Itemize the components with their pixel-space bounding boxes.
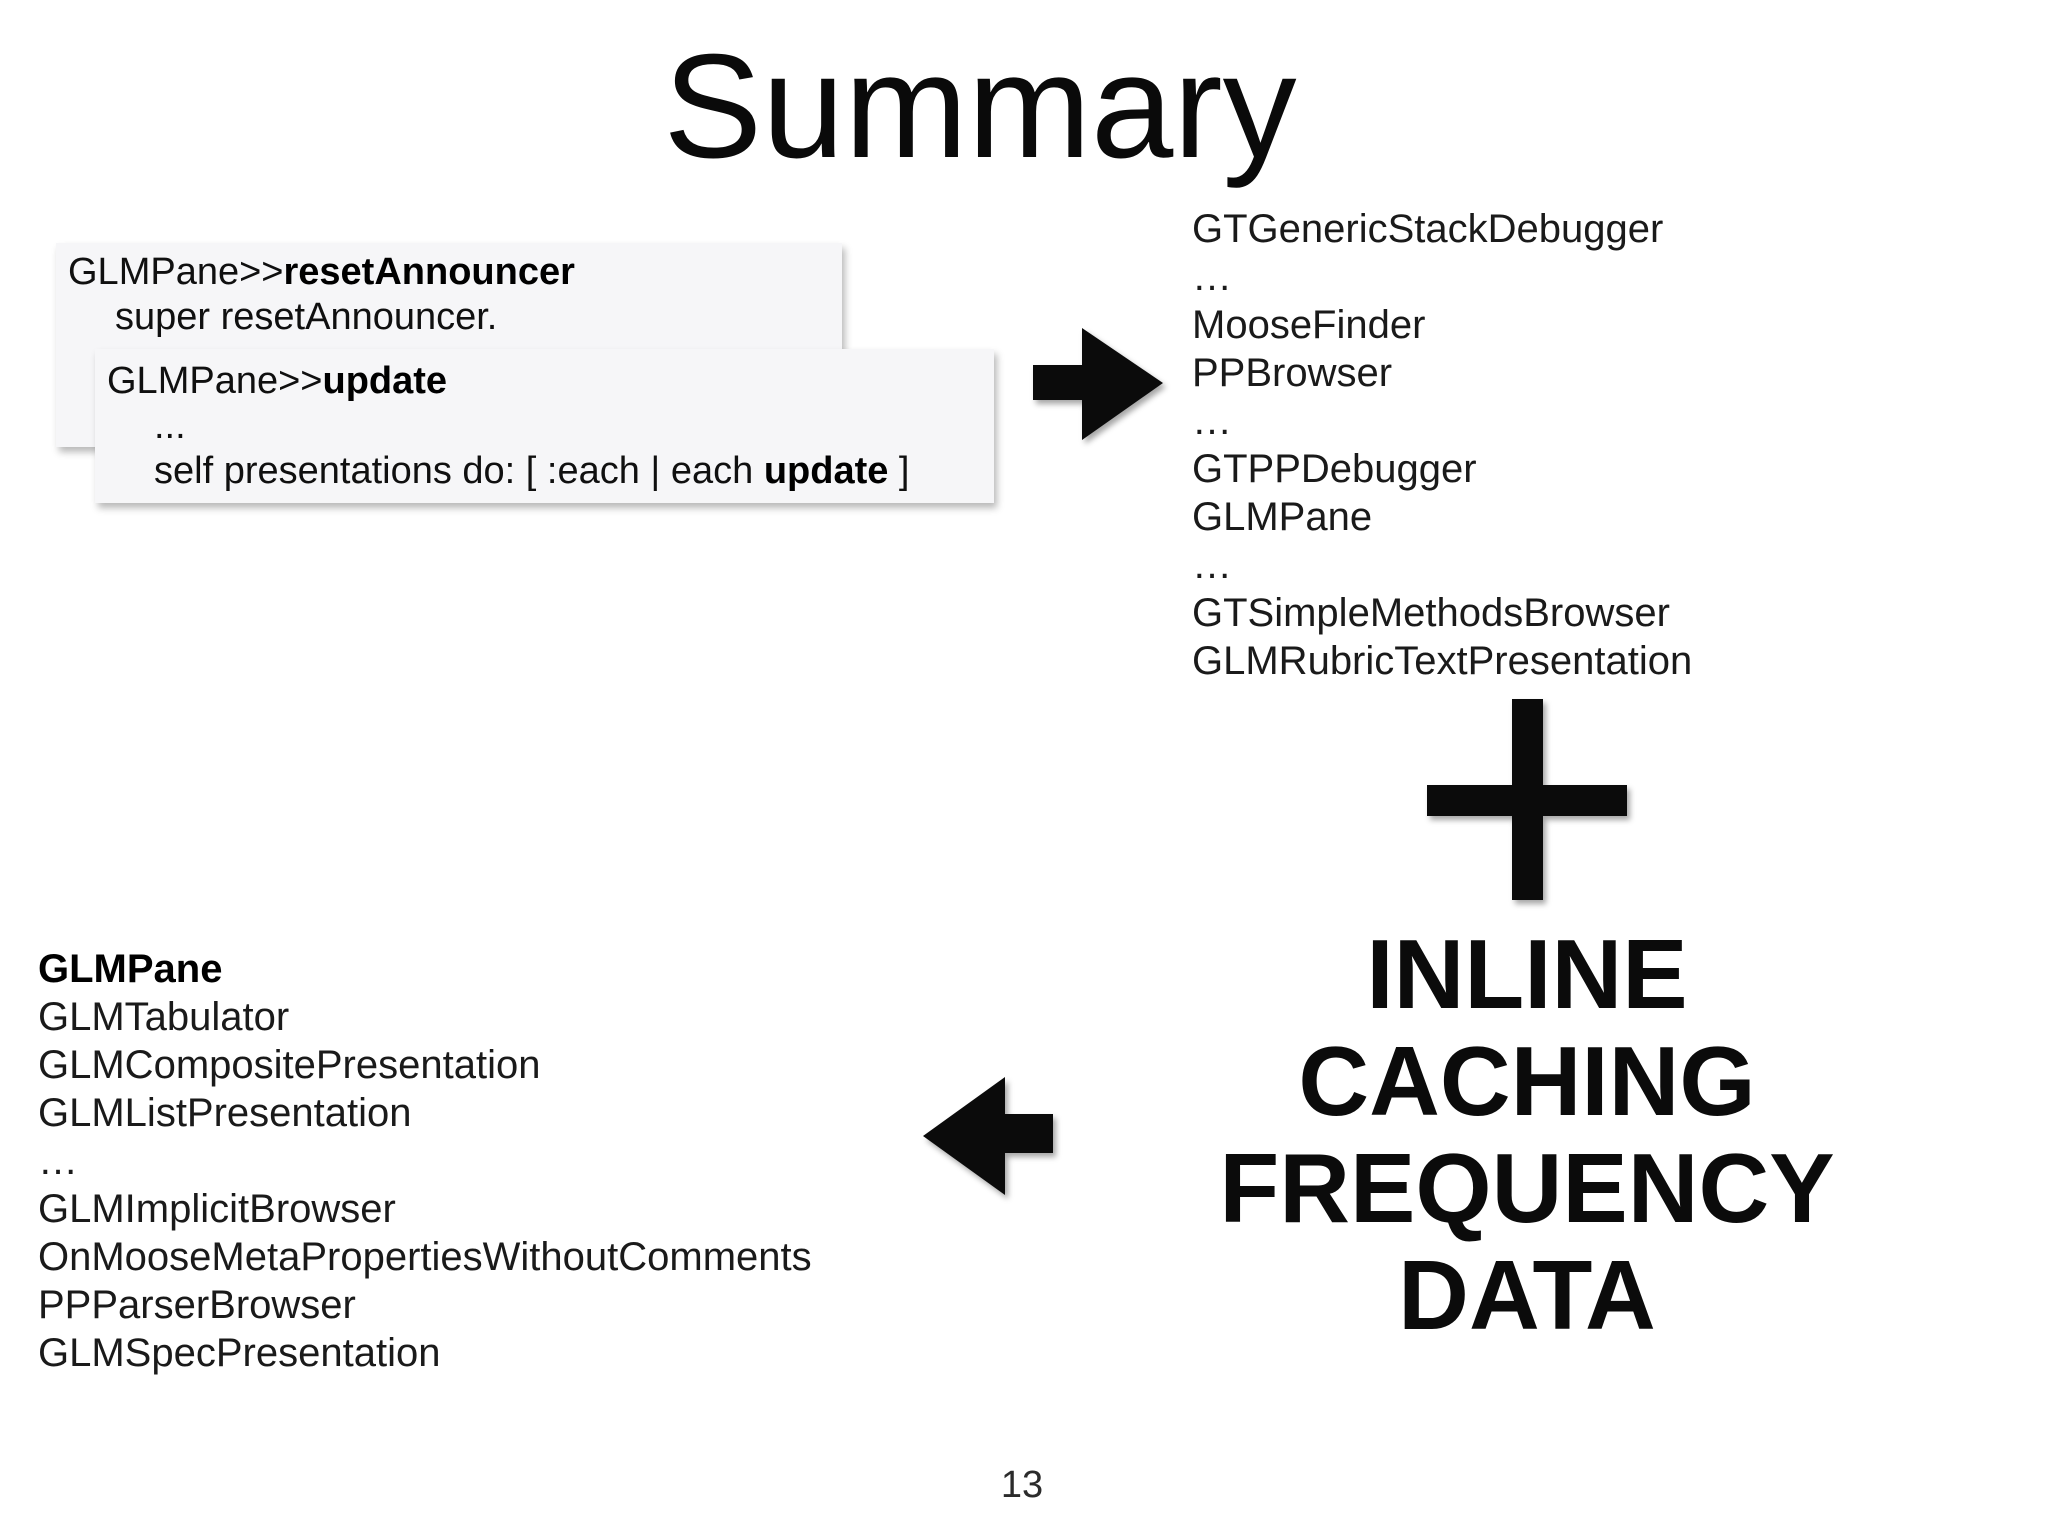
list-item: GTSimpleMethodsBrowser	[1192, 591, 1670, 635]
list-item-ellipsis: …	[1192, 255, 1232, 299]
list-item: GLMPane	[38, 947, 223, 991]
tool-class-list: GTGenericStackDebugger … MooseFinder PPB…	[1192, 205, 1692, 685]
code-box-update: GLMPane>>update ... self presentations d…	[95, 349, 994, 503]
list-item: GLMCompositePresentation	[38, 1043, 541, 1087]
code-line: ...	[154, 405, 186, 447]
list-item: GLMTabulator	[38, 995, 290, 1039]
glm-class-list: GLMPane GLMTabulator GLMCompositePresent…	[38, 945, 812, 1377]
list-item: GTGenericStackDebugger	[1192, 207, 1664, 251]
list-item: PPBrowser	[1192, 351, 1393, 395]
code-class-name: GLMPane>>	[107, 360, 323, 402]
code-method-name: resetAnnouncer	[283, 251, 575, 293]
list-item-ellipsis: …	[1192, 543, 1232, 587]
list-item-ellipsis: …	[38, 1139, 78, 1183]
list-item: GTPPDebugger	[1192, 447, 1477, 491]
label-line: DATA	[1398, 1240, 1656, 1350]
arrow-left-icon	[913, 1067, 1063, 1205]
arrow-right-icon	[1023, 318, 1173, 450]
label-line: CACHING	[1298, 1026, 1756, 1136]
list-item: OnMooseMetaPropertiesWithoutComments	[38, 1235, 812, 1279]
code-line: GLMPane>>resetAnnouncer	[68, 250, 830, 295]
list-item: GLMRubricTextPresentation	[1192, 639, 1693, 683]
list-item: GLMSpecPresentation	[38, 1331, 441, 1375]
inline-caching-label: INLINE CACHING FREQUENCY DATA	[1219, 921, 1834, 1349]
code-class-name: GLMPane>>	[68, 251, 284, 293]
list-item: GLMImplicitBrowser	[38, 1187, 396, 1231]
code-method-name: update	[322, 360, 448, 402]
list-item: GLMListPresentation	[38, 1091, 412, 1135]
list-item: GLMPane	[1192, 495, 1373, 539]
list-item: MooseFinder	[1192, 303, 1426, 347]
page-number: 13	[1000, 1464, 1044, 1506]
list-item-ellipsis: …	[1192, 399, 1232, 443]
list-item: PPParserBrowser	[38, 1283, 356, 1327]
code-line: super resetAnnouncer.	[115, 296, 498, 338]
label-line: FREQUENCY	[1219, 1133, 1835, 1243]
code-line: self presentations do: [ :each | each up…	[154, 450, 910, 492]
label-line: INLINE	[1366, 919, 1688, 1029]
page-title: Summary	[663, 24, 1297, 189]
plus-icon	[1420, 692, 1636, 908]
code-line: GLMPane>>update	[107, 359, 982, 404]
